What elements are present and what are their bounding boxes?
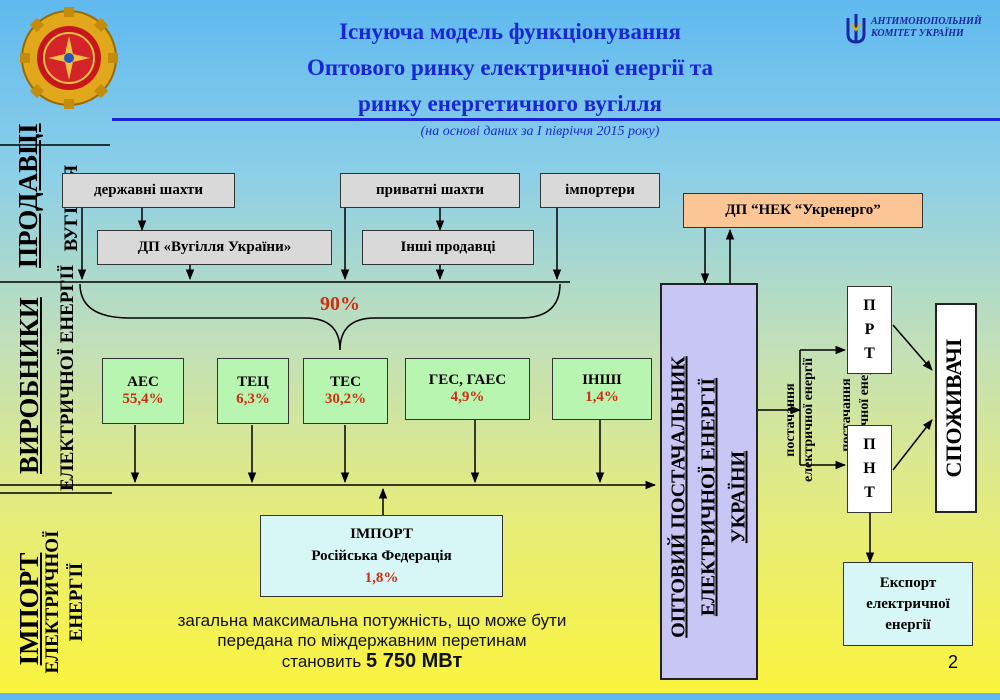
wholesale-line-1: ОПТОВИЙ ПОСТАЧАЛЬНИК <box>667 356 690 638</box>
wholesale-supplier-label: ОПТОВИЙ ПОСТАЧАЛЬНИК ЕЛЕКТРИЧНОЇ ЕНЕРГІЇ… <box>660 299 758 696</box>
left-emblem-logo <box>20 6 118 110</box>
state-mines-box: державні шахти <box>62 173 235 208</box>
note-line-3-prefix: становить <box>281 652 362 671</box>
prt-letter-1: П <box>863 297 876 314</box>
producer-other-box: ІНШІ 1,4% <box>552 358 652 420</box>
producer-share: 55,4% <box>122 391 164 407</box>
import-country: Російська Федерація <box>311 548 452 564</box>
producer-share: 30,2% <box>324 391 367 407</box>
logo-text-line2: КОМІТЕТ УКРАЇНИ <box>871 28 964 39</box>
producer-name: ГЕС, ГАЕС <box>428 372 507 388</box>
producer-share: 4,9% <box>450 389 485 405</box>
coal-share-label: 90% <box>320 293 360 315</box>
logo-text-line1: АНТИМОНОПОЛЬНИЙ <box>871 16 982 27</box>
side-label-producers: ВИРОБНИКИ <box>14 297 44 474</box>
consumers-label: СПОЖИВАЧІ <box>941 338 966 478</box>
page-number: 2 <box>948 652 959 672</box>
supply-left-line-1: постачання <box>783 383 798 457</box>
importers-box: імпортери <box>540 173 660 208</box>
side-label-import-sub: ЕЛЕКТРИЧНОЇ ЕНЕРГІЇ <box>42 530 87 674</box>
transfer-capacity-note: загальна максимальна потужність, що може… <box>112 611 632 672</box>
producer-name: ІНШІ <box>582 372 622 388</box>
wholesale-supplier-box <box>660 283 758 680</box>
note-line-2: передана по міждержавним перетинам <box>217 631 527 650</box>
pnt-box: П Н Т <box>847 425 892 513</box>
wholesale-line-3: УКРАЇНИ <box>727 450 750 544</box>
import-share: 1,8% <box>364 570 399 586</box>
consumers-box <box>935 303 977 513</box>
producer-name: АЕС <box>127 374 159 390</box>
title-line-3: ринку енергетичного вугілля <box>358 91 662 116</box>
producer-tes-box: ТЕС 30,2% <box>303 358 388 424</box>
producer-ges-box: ГЕС, ГАЕС 4,9% <box>405 358 530 420</box>
export-line-3: енергії <box>885 616 931 633</box>
producer-share: 6,3% <box>236 391 270 407</box>
private-mines-box: приватні шахти <box>340 173 520 208</box>
pnt-letter-3: Т <box>864 484 875 501</box>
dp-coal-box: ДП «Вугілля України» <box>97 230 332 265</box>
note-line-1: загальна максимальна потужність, що може… <box>177 611 567 630</box>
side-label-sellers: ПРОДАВЦІ <box>13 123 43 268</box>
prt-letter-2: Р <box>864 321 875 338</box>
title-line-2: Оптового ринку електричної енергії та <box>307 55 713 80</box>
note-capacity-value: 5 750 МВт <box>366 650 463 672</box>
export-line-2: електричної <box>866 595 950 612</box>
import-title: ІМПОРТ <box>350 526 413 542</box>
title-line-1: Існуюча модель функціонування <box>339 19 681 44</box>
nek-ukrenergo-box: ДП “НЕК “Укренерго” <box>683 193 923 228</box>
producer-name: ТЕЦ <box>237 374 269 390</box>
pnt-letter-1: П <box>863 436 876 453</box>
trident-icon <box>846 14 866 44</box>
prt-box: П Р Т <box>847 286 892 374</box>
page-subtitle: (на основі даних за І півріччя 2015 року… <box>420 124 660 139</box>
producer-aes-box: АЕС 55,4% <box>102 358 184 424</box>
supply-left-line-2: електричної енергії <box>801 357 816 483</box>
amcu-logo: АНТИМОНОПОЛЬНИЙ КОМІТЕТ УКРАЇНИ <box>843 12 993 46</box>
other-sellers-box: Інші продавці <box>362 230 534 265</box>
page-title: Існуюча модель функціонування Оптового р… <box>190 14 830 122</box>
side-label-producers-sub: ЕЛЕКТРИЧНОЇ ЕНЕРГІЇ <box>57 264 78 491</box>
supply-label-left: постачання електричної енергії <box>782 340 822 500</box>
title-underline <box>112 118 1000 121</box>
export-box: Експорт електричної енергії <box>843 562 973 646</box>
export-line-1: Експорт <box>879 574 937 591</box>
import-box: ІМПОРТ Російська Федерація 1,8% <box>260 515 503 597</box>
producer-name: ТЕС <box>330 374 361 390</box>
pnt-letter-2: Н <box>863 460 876 477</box>
side-label-sellers-sub: ВУГІЛЛЯ <box>61 164 82 252</box>
producer-tets-box: ТЕЦ 6,3% <box>217 358 289 424</box>
producer-share: 1,4% <box>585 389 619 405</box>
prt-letter-3: Т <box>864 345 875 362</box>
wholesale-line-2: ЕЛЕКТРИЧНОЇ ЕНЕРГІЇ <box>697 377 720 617</box>
